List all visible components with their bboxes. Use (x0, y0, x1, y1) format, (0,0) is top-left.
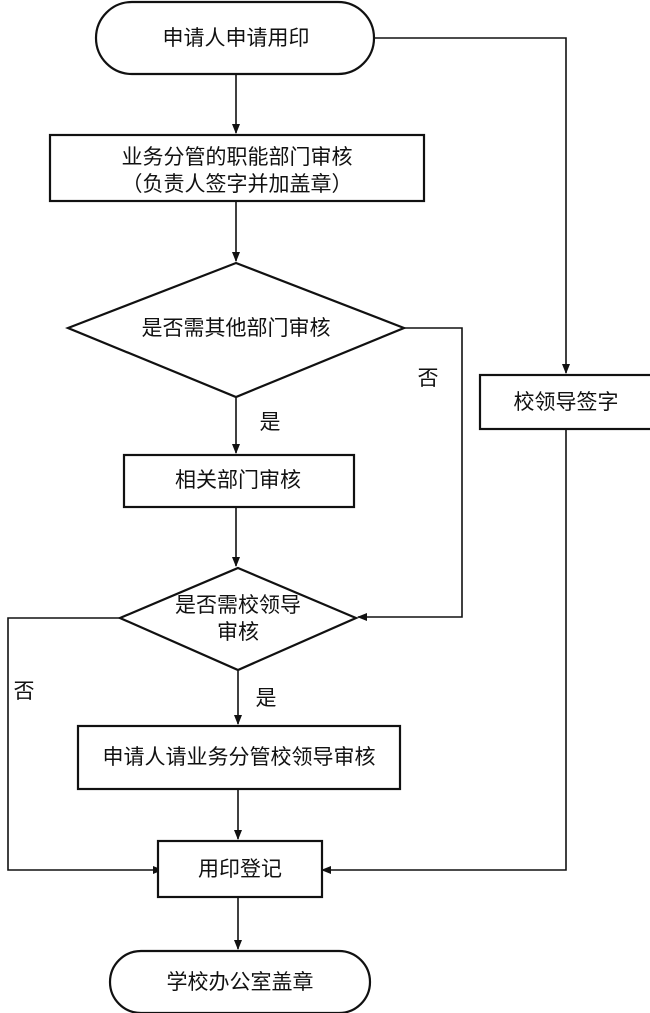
node-related-dept-review-text: 相关部门审核 (175, 468, 301, 492)
texts: 申请人申请用印 业务分管的职能部门审核 （负责人签字并加盖章） 是否需其他部门审… (14, 26, 619, 994)
node-dept-review-text-line2: （负责人签字并加盖章） (122, 172, 353, 196)
arrow-apply-to-leader-sign (375, 37, 570, 374)
label-yes-1: 是 (260, 410, 281, 434)
node-leader-review-text: 申请人请业务分管校领导审核 (103, 745, 376, 769)
node-related-dept-review-box (122, 453, 356, 509)
node-office-seal-text: 学校办公室盖章 (167, 970, 314, 994)
node-leader-review-box (76, 724, 402, 791)
node-need-leader-text-line1: 是否需校领导 (175, 593, 301, 617)
connectors (7, 37, 570, 950)
node-leader-sign-text: 校领导签字 (514, 390, 619, 414)
node-need-leader-diamond (117, 566, 359, 672)
shapes (48, 0, 650, 1013)
node-dept-review-text-line1: 业务分管的职能部门审核 (122, 145, 353, 169)
node-apply-terminal (94, 0, 376, 76)
arrow-leader-sign-to-seal-register (321, 430, 567, 874)
label-no-1: 否 (418, 366, 439, 390)
label-yes-2: 是 (256, 686, 277, 710)
arrow-decision-1-no-to-decision-2 (357, 327, 463, 621)
node-need-other-dept-text: 是否需其他部门审核 (142, 316, 331, 340)
node-apply-text: 申请人申请用印 (163, 26, 310, 50)
node-office-seal-terminal (108, 949, 372, 1013)
arrow-decision-2-no-to-seal-register (7, 617, 163, 874)
node-need-other-dept-diamond (65, 261, 407, 399)
node-leader-sign-box (478, 373, 650, 431)
node-need-leader-text-line2: 审核 (217, 620, 259, 644)
node-seal-register-text: 用印登记 (198, 857, 282, 881)
node-dept-review-box (48, 133, 426, 203)
node-seal-register-box (156, 839, 324, 899)
label-no-2: 否 (14, 679, 35, 703)
